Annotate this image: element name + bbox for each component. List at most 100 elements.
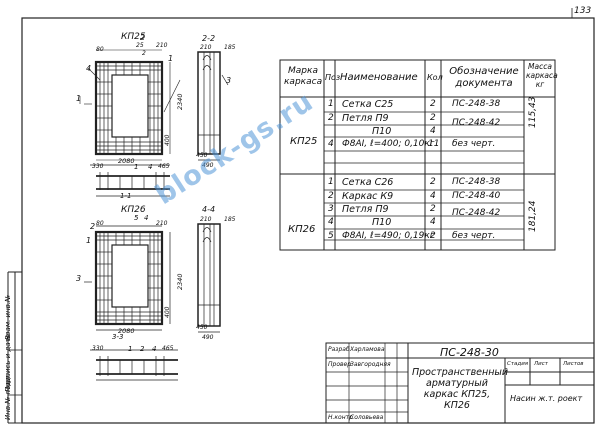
role-2: Провер (328, 361, 352, 368)
kp26-33-pos4: 4 (152, 345, 157, 353)
group2-marka: КП26 (288, 224, 316, 235)
kp25-section-22: 2-2 (202, 34, 216, 43)
g1-r3-kol: 4 (430, 126, 436, 136)
name-1: Харламова (350, 346, 385, 353)
kp26-dim-2340: 2340 (176, 273, 184, 290)
kp25-dim-450: 450 (196, 152, 208, 159)
kp26-pos-2: 2 (90, 222, 96, 231)
g1-r1-kol: 2 (430, 99, 436, 109)
header-obozn: Обозначение документа (449, 66, 519, 89)
kp25-dim-2080: 2080 (118, 157, 135, 165)
sheet-frame (21, 17, 595, 424)
g1-r3-naim: П10 (372, 126, 392, 137)
kp26-dim-330: 330 (92, 345, 104, 352)
kp26-dim-80: 80 (96, 220, 104, 227)
kp26-pos-5-top: 5 (134, 214, 139, 222)
kp25-dim-210: 210 (156, 42, 168, 49)
kp25-pos-1: 1 (168, 54, 174, 63)
g2-r4-naim: П10 (372, 217, 392, 228)
g2-r5-obozn: без черт. (452, 231, 496, 241)
g2-r5-kol: 2 (430, 231, 436, 241)
g2-r4-kol: 4 (430, 217, 436, 227)
header-naim: Наименование (340, 72, 418, 83)
g1-r1-naim: Сетка С25 (342, 99, 394, 110)
group1-marka: КП25 (290, 136, 318, 147)
stage-head-3: Листов (563, 361, 584, 367)
header-kol: Кол (427, 73, 443, 82)
kp26-dim-490: 490 (202, 334, 214, 341)
kp25-section-11: 1-1 (120, 192, 132, 200)
g1-r2-obozn: ПС-248-42 (452, 118, 501, 128)
kp26-33-pos2: 2 (140, 345, 145, 353)
kp25-side-mark: 1 (76, 94, 82, 103)
header-massa: Масса каркаса кг (526, 62, 558, 89)
name-2: Завгородняя (350, 361, 391, 368)
g2-r3-naim: Петля П9 (342, 204, 389, 215)
group1-massa: 115,43 (528, 96, 538, 129)
kp25-dim-25: 25 (136, 42, 144, 49)
page-number: 133 (574, 6, 592, 16)
g2-r3-kol: 2 (430, 204, 436, 214)
kp25-dim-2340: 2340 (176, 93, 184, 110)
doc-code: ПС-248-30 (440, 346, 499, 359)
g2-r2-poz: 2 (328, 191, 334, 201)
g1-r4-poz: 4 (328, 139, 334, 149)
kp25-dim-185: 185 (224, 44, 236, 51)
group2-massa: 181,24 (528, 200, 538, 233)
kp25-title: КП25 (121, 32, 146, 42)
kp26-dim-210b: 210 (200, 216, 212, 223)
g2-r1-naim: Сетка С26 (342, 177, 394, 188)
g2-r2-naim: Каркас К9 (342, 191, 394, 202)
kp25-dim-210b: 210 (200, 44, 212, 51)
header-poz: Поз (325, 73, 341, 82)
kp26-dim-465: 465 (162, 345, 174, 352)
g2-r5-poz: 5 (328, 231, 334, 241)
g1-r4-obozn: без черт. (452, 139, 496, 149)
org-name: Насин ж.т. роект (510, 394, 583, 403)
kp26-side-mark: 3 (76, 274, 82, 283)
doc-title: Пространственный арматурный каркас КП25,… (412, 367, 509, 411)
kp26-dim-400: 400 (164, 306, 171, 318)
kp25-dim-330: 330 (92, 163, 104, 170)
kp25-plan (79, 49, 181, 161)
kp26-pos-4-top: 4 (144, 214, 149, 222)
g2-r1-kol: 2 (430, 177, 436, 187)
stage-head-1: Стадия (507, 361, 529, 367)
kp25-pos-4: 4 (86, 64, 92, 73)
header-marka: Марка каркаса (284, 66, 323, 87)
kp26-section-33: 3-3 (112, 333, 124, 341)
kp26-section-44: 4-4 (202, 205, 216, 214)
kp25-11-pos4: 4 (148, 163, 153, 171)
g2-r3-obozn: ПС-248-42 (452, 208, 501, 218)
g1-r1-poz: 1 (328, 99, 334, 109)
kp26-dim-210: 210 (156, 220, 168, 227)
g1-r2-poz: 2 (328, 113, 334, 123)
stage-head-2: Лист (534, 361, 548, 367)
margin-label-vzam: Взам. инв.№ (4, 294, 12, 340)
name-3: Соловьева (350, 414, 384, 421)
kp25-pos-2: 2 (140, 33, 146, 42)
kp25-11-pos1: 1 (134, 163, 139, 171)
role-1: Разраб (328, 346, 350, 353)
g1-r4-naim: Ф8АI, ℓ=400; 0,10кг (342, 139, 435, 149)
kp25-dim-80: 80 (96, 46, 104, 53)
g2-r1-obozn: ПС-248-38 (452, 177, 501, 187)
g1-r1-obozn: ПС-248-38 (452, 99, 501, 109)
kp25-dim-400: 400 (164, 134, 171, 146)
kp26-dim-185: 185 (224, 216, 236, 223)
kp25-dim-2: 2 (142, 50, 146, 57)
g1-r2-naim: Петля П9 (342, 113, 389, 124)
kp26-pos-1: 1 (86, 236, 92, 245)
kp25-dim-465: 465 (158, 163, 170, 170)
kp26-33-pos1: 1 (128, 345, 133, 353)
g2-r2-kol: 4 (430, 191, 436, 201)
g2-r1-poz: 1 (328, 177, 334, 187)
kp26-title: КП26 (121, 205, 146, 215)
kp26-dim-450: 450 (196, 324, 208, 331)
g2-r3-poz: 3 (328, 204, 334, 214)
margin-label-sign: Подпись и дата (4, 334, 12, 392)
kp25-pos-3: 3 (226, 76, 232, 85)
g1-r4-kol: 11 (428, 139, 440, 149)
kp26-dim-2080: 2080 (118, 327, 135, 335)
